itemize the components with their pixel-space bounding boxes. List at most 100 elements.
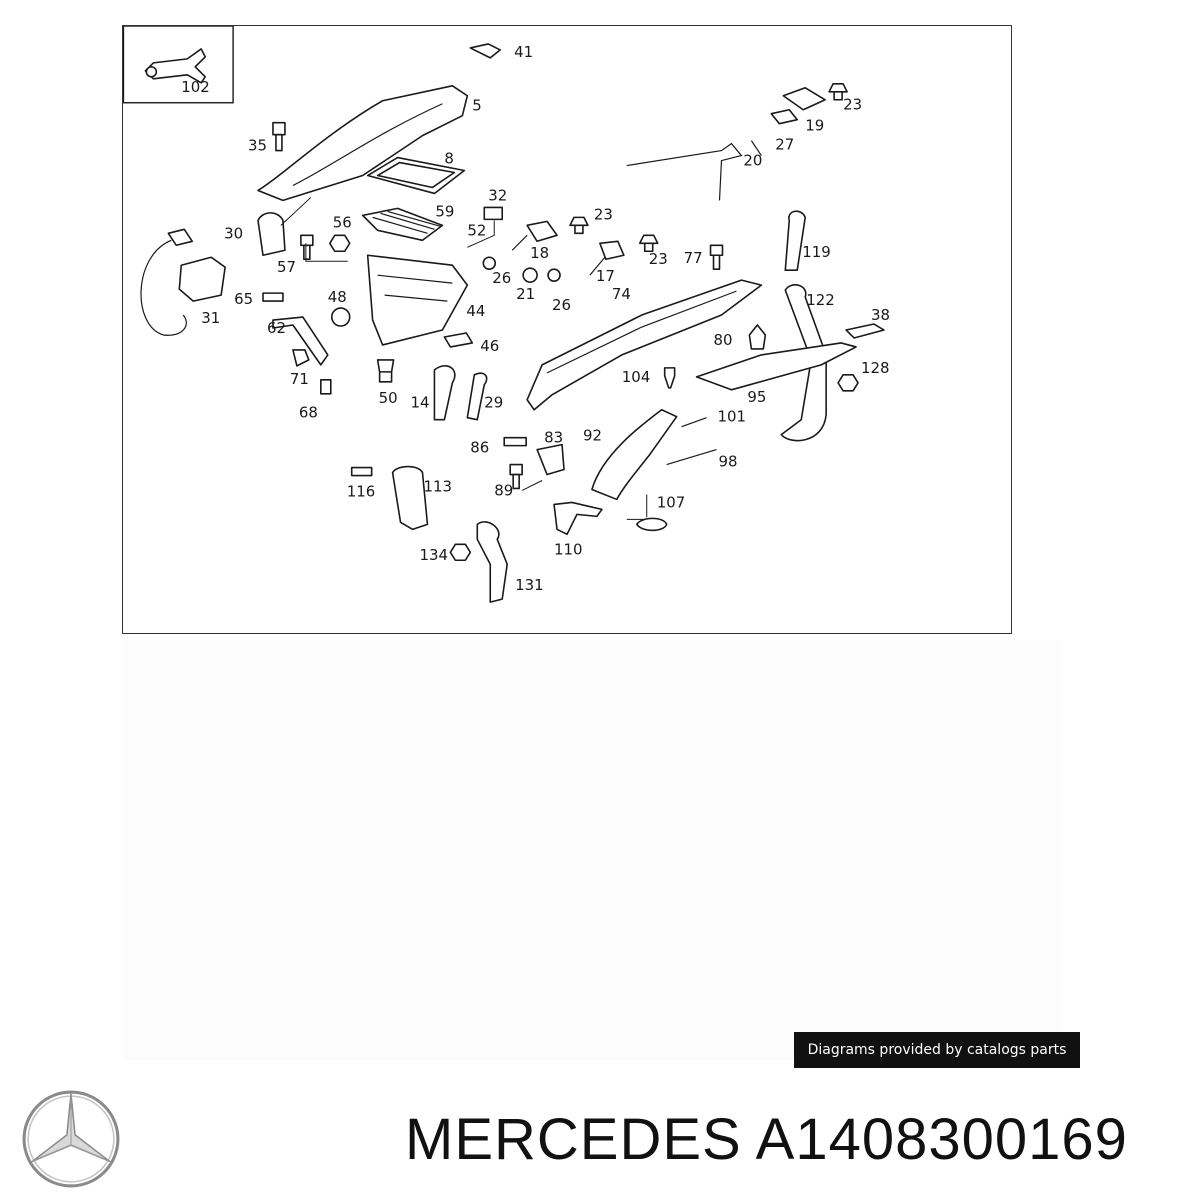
background-panel	[122, 640, 1062, 1060]
label-128: 128	[861, 359, 890, 377]
nut-56[interactable]	[328, 234, 351, 253]
label-77: 77	[684, 249, 703, 267]
label-62: 62	[267, 319, 286, 337]
label-23c: 23	[843, 96, 862, 114]
label-19: 19	[805, 117, 824, 135]
clip-46[interactable]	[443, 332, 474, 348]
clip-80[interactable]	[748, 324, 767, 350]
grommet-48[interactable]	[330, 307, 351, 327]
hose-14[interactable]	[433, 365, 456, 421]
hose-29[interactable]	[466, 372, 488, 421]
label-107: 107	[657, 493, 686, 511]
label-80: 80	[714, 331, 733, 349]
label-5: 5	[472, 97, 482, 115]
label-110: 110	[554, 540, 583, 558]
sensor-31[interactable]	[140, 228, 226, 336]
clip-102[interactable]	[144, 48, 206, 84]
screw-77[interactable]	[709, 244, 724, 270]
label-41: 41	[514, 43, 533, 61]
plug-23[interactable]	[569, 216, 589, 235]
label-29: 29	[484, 394, 503, 412]
label-74: 74	[612, 285, 631, 303]
parts-diagram: 102 41 5 35 8 32 59 52 30 56 57 31 65 62…	[122, 25, 1012, 634]
label-48: 48	[328, 288, 347, 306]
seal-98[interactable]	[666, 449, 717, 466]
label-65: 65	[234, 290, 253, 308]
bracket-110[interactable]	[553, 501, 603, 536]
label-8: 8	[444, 150, 454, 168]
label-38: 38	[871, 306, 890, 324]
nut-128[interactable]	[837, 374, 859, 392]
bracket-68[interactable]	[320, 379, 332, 395]
housing-44[interactable]	[366, 254, 469, 346]
label-35: 35	[248, 137, 267, 155]
label-59: 59	[435, 202, 454, 220]
inset-box	[123, 26, 234, 104]
label-92: 92	[583, 427, 602, 445]
clip-116[interactable]	[350, 466, 373, 477]
seal-26b[interactable]	[547, 268, 561, 282]
bracket-62[interactable]	[272, 316, 329, 366]
three-pointed-star-icon	[22, 1090, 120, 1188]
clip-86[interactable]	[503, 436, 527, 447]
plug-23b[interactable]	[638, 234, 659, 253]
air-duct-95[interactable]	[695, 342, 857, 391]
nut-134[interactable]	[449, 543, 472, 562]
linkage-20[interactable]	[626, 140, 762, 201]
label-113: 113	[423, 477, 452, 495]
label-131: 131	[515, 576, 544, 594]
label-116: 116	[347, 482, 376, 500]
pipe-122[interactable]	[780, 284, 827, 442]
nut-21[interactable]	[522, 267, 538, 283]
label-26b: 26	[552, 296, 571, 314]
label-23: 23	[594, 205, 613, 223]
screw-57[interactable]	[300, 234, 314, 261]
screw-89[interactable]	[509, 463, 523, 490]
pipe-119[interactable]	[784, 210, 807, 271]
clip-65[interactable]	[262, 292, 284, 302]
seal-26[interactable]	[482, 256, 497, 270]
switch-18[interactable]	[511, 220, 558, 251]
label-101: 101	[718, 408, 747, 426]
nozzle-50[interactable]	[376, 359, 395, 383]
bracket-41[interactable]	[469, 43, 502, 59]
screw-35[interactable]	[272, 121, 286, 152]
brand-part-number: MERCEDES A1408300169	[405, 1107, 1128, 1172]
clip-71[interactable]	[292, 349, 310, 367]
switch-17[interactable]	[589, 240, 625, 276]
pad-32[interactable]	[483, 206, 504, 221]
label-104: 104	[622, 368, 651, 386]
label-56: 56	[333, 213, 352, 231]
nozzle-113[interactable]	[391, 465, 429, 531]
label-44: 44	[466, 302, 485, 320]
label-98: 98	[719, 453, 738, 471]
label-17: 17	[596, 267, 615, 285]
label-83: 83	[544, 429, 563, 447]
label-21: 21	[516, 285, 535, 303]
label-30: 30	[224, 224, 243, 242]
label-68: 68	[299, 404, 318, 422]
air-duct-92[interactable]	[591, 408, 678, 501]
label-119: 119	[802, 243, 831, 261]
label-71: 71	[290, 370, 309, 388]
label-14: 14	[411, 394, 430, 412]
air-duct-5[interactable]	[257, 85, 469, 202]
credit-banner: Diagrams provided by catalogs parts	[794, 1032, 1080, 1068]
gasket-27[interactable]	[770, 108, 799, 125]
screw-104[interactable]	[663, 367, 676, 389]
label-95: 95	[747, 388, 766, 406]
label-32: 32	[488, 186, 507, 204]
actuator-19[interactable]	[782, 86, 826, 111]
gasket-107[interactable]	[635, 517, 668, 532]
clip-38[interactable]	[845, 323, 885, 339]
plug-23c[interactable]	[828, 83, 848, 101]
bracket-83[interactable]	[536, 443, 565, 476]
bracket-30[interactable]	[257, 212, 286, 257]
label-23b: 23	[649, 250, 668, 268]
air-duct-74[interactable]	[526, 279, 763, 411]
filter-59[interactable]	[361, 207, 444, 242]
seal-101[interactable]	[681, 417, 707, 428]
pipe-131[interactable]	[476, 521, 508, 603]
label-134: 134	[419, 546, 448, 564]
label-46: 46	[480, 337, 499, 355]
